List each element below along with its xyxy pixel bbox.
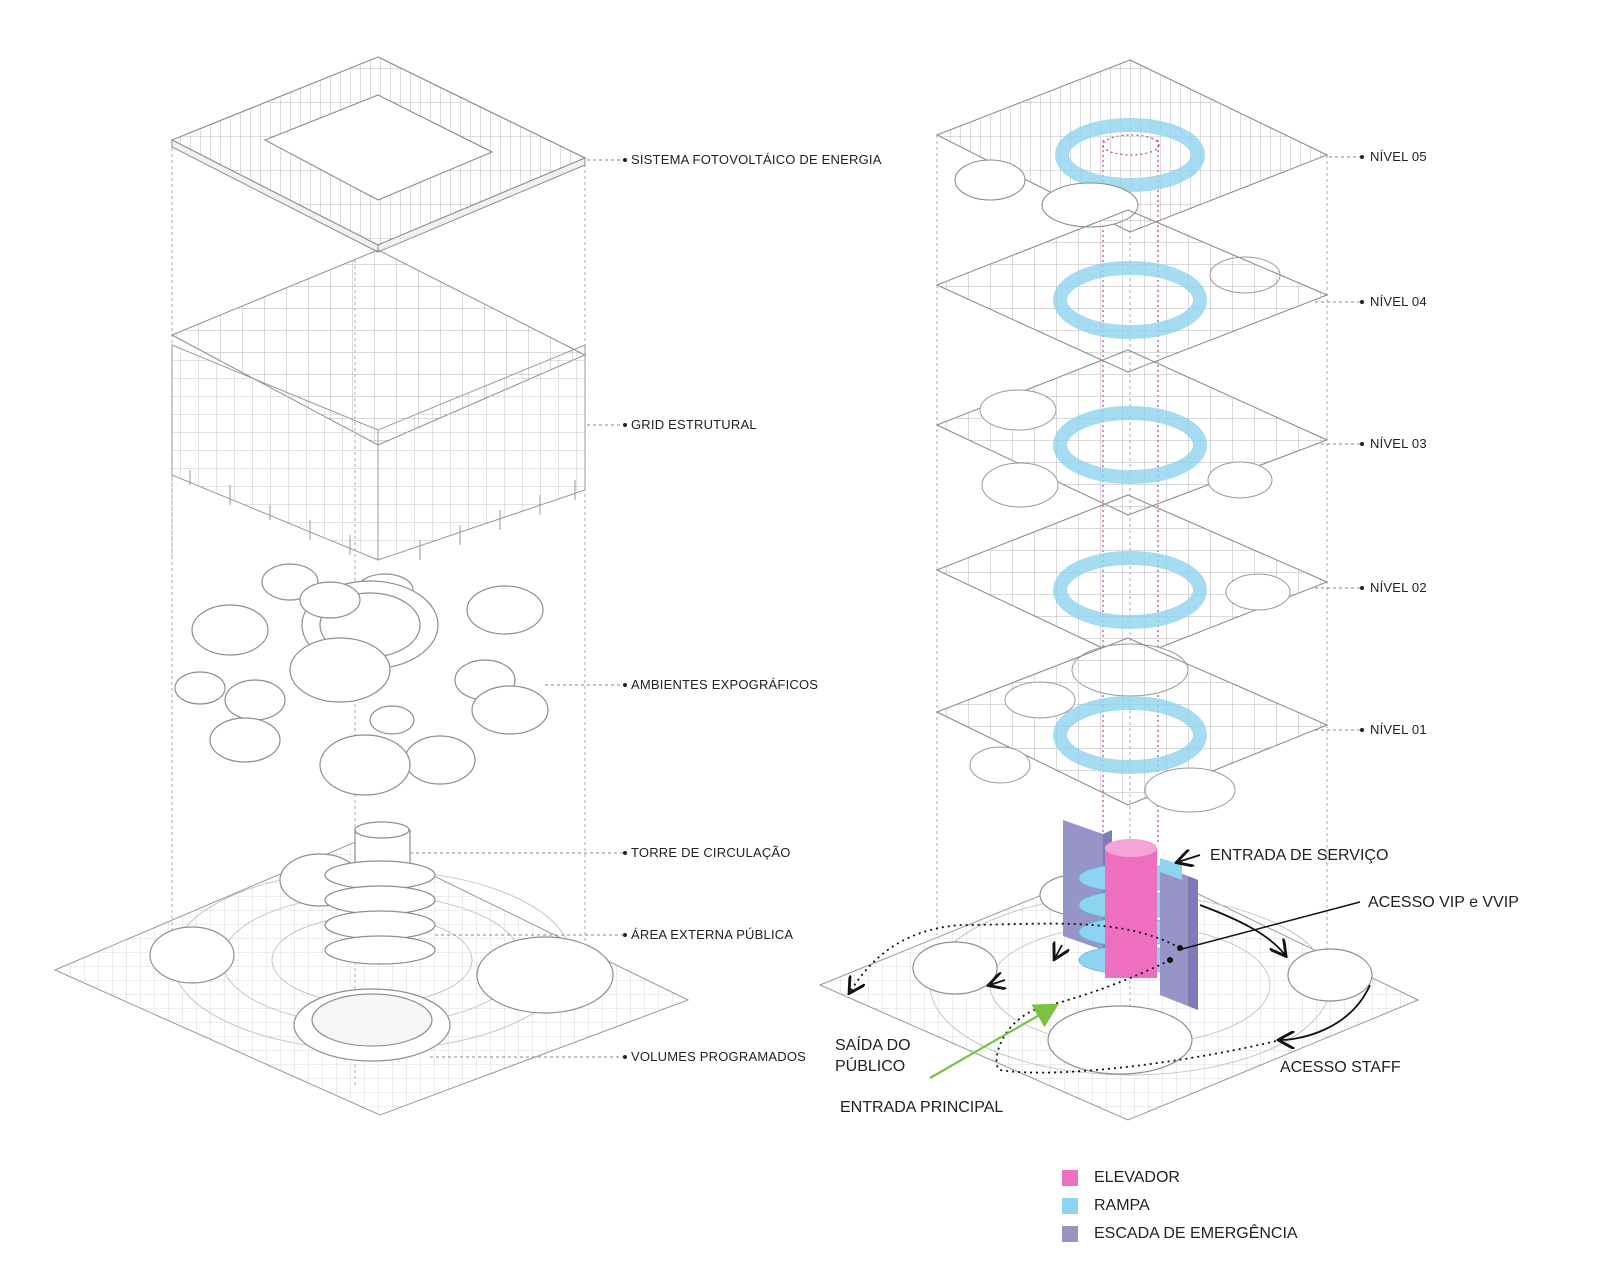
level-05-floor — [935, 59, 1329, 233]
acesso-staff-path — [1280, 984, 1371, 1040]
legend-swatch-escada — [1062, 1226, 1078, 1242]
label-acesso-staff: ACESSO STAFF — [1280, 1059, 1401, 1076]
right-leader-dots — [1360, 155, 1364, 732]
label-ambientes: AMBIENTES EXPOGRÁFICOS — [631, 677, 819, 692]
left-stack — [53, 56, 690, 1116]
right-leaders — [1315, 156, 1360, 731]
exhibition-rooms-layer — [174, 563, 549, 796]
right-stack — [818, 59, 1420, 1121]
level-04-floor — [935, 209, 1329, 373]
label-saida-line1: SAÍDA DO — [835, 1037, 911, 1054]
legend-label: RAMPA — [1094, 1197, 1150, 1214]
entrada-servico-arrow — [1178, 855, 1201, 862]
legend-swatch-elevador — [1062, 1170, 1078, 1186]
legend-swatch-rampa — [1062, 1198, 1078, 1214]
label-nivel-01: NÍVEL 01 — [1370, 722, 1427, 737]
label-entrada-principal: ENTRADA PRINCIPAL — [840, 1099, 1004, 1116]
label-nivel-04: NÍVEL 04 — [1370, 294, 1427, 309]
label-solar-system: SISTEMA FOTOVOLTÁICO DE ENERGIA — [631, 152, 882, 167]
circulation-core — [1063, 820, 1198, 1010]
level-01-floor — [935, 637, 1329, 813]
label-nivel-05: NÍVEL 05 — [1370, 149, 1427, 164]
label-torre: TORRE DE CIRCULAÇÃO — [631, 845, 791, 860]
acesso-vip-leader — [1177, 901, 1361, 951]
label-saida-line2: PÚBLICO — [835, 1058, 906, 1075]
legend-item-rampa: RAMPA — [1062, 1192, 1298, 1220]
acesso-vip-path — [1199, 904, 1285, 955]
emergency-stair-back — [1063, 820, 1103, 950]
label-nivel-03: NÍVEL 03 — [1370, 436, 1427, 451]
ground-plaza-layer — [53, 821, 690, 1116]
circulation-tower — [324, 821, 436, 965]
label-nivel-02: NÍVEL 02 — [1370, 580, 1427, 595]
legend-label: ESCADA DE EMERGÊNCIA — [1094, 1225, 1298, 1242]
left-leaders — [410, 159, 623, 1058]
elevator-core — [1105, 848, 1157, 978]
solar-roof-layer — [170, 56, 587, 253]
structural-grid-layer — [170, 249, 587, 561]
label-acesso-vip: ACESSO VIP e VVIP — [1368, 894, 1519, 911]
legend: ELEVADOR RAMPA ESCADA DE EMERGÊNCIA — [1062, 1164, 1298, 1248]
legend-label: ELEVADOR — [1094, 1169, 1180, 1186]
label-grid-estrutural: GRID ESTRUTURAL — [631, 417, 757, 432]
label-area-externa: ÁREA EXTERNA PÚBLICA — [631, 927, 794, 942]
label-volumes: VOLUMES PROGRAMADOS — [631, 1049, 806, 1064]
level-03-floor — [935, 349, 1329, 516]
flow-arrows — [850, 855, 1371, 1074]
entrada-principal-arrow — [929, 1003, 1059, 1079]
label-entrada-servico: ENTRADA DE SERVIÇO — [1210, 847, 1389, 864]
entrada-principal-loop — [995, 959, 1281, 1074]
legend-item-escada: ESCADA DE EMERGÊNCIA — [1062, 1220, 1298, 1248]
left-leader-dots — [623, 158, 627, 1059]
legend-item-elevador: ELEVADOR — [1062, 1164, 1298, 1192]
